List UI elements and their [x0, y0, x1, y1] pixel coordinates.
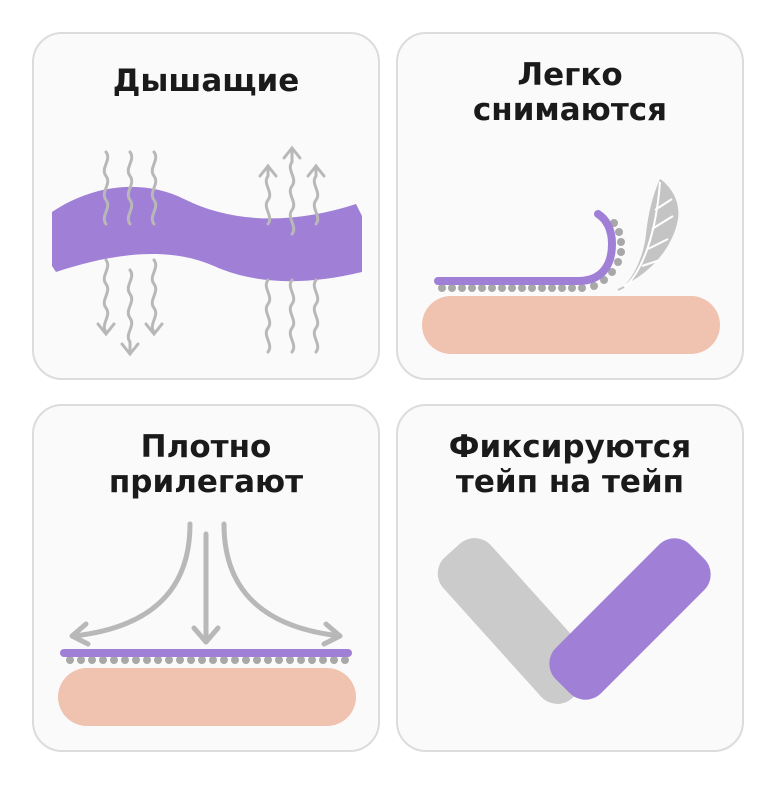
title-line-1: Легко — [517, 57, 623, 93]
title-line-2: прилегают — [108, 464, 304, 500]
card-tape-on-tape: Фиксируются тейп на тейп — [396, 404, 744, 752]
title-line-1: Фиксируются — [448, 429, 692, 465]
card-title: Плотно прилегают — [34, 430, 378, 500]
card-easy-remove: Легко снимаются — [396, 32, 744, 380]
card-tight-fit: Плотно прилегают — [32, 404, 380, 752]
title-line-2: тейп на тейп — [455, 464, 685, 500]
title-line-1: Дышащие — [112, 63, 300, 99]
title-line-2: снимаются — [472, 92, 668, 128]
card-title: Дышащие — [34, 64, 378, 99]
card-title: Фиксируются тейп на тейп — [398, 430, 742, 500]
card-breathable: Дышащие — [32, 32, 380, 380]
peel-feather-icon — [422, 179, 720, 354]
pressure-arrows-icon — [58, 521, 356, 726]
title-line-1: Плотно — [140, 429, 272, 465]
card-title: Легко снимаются — [398, 58, 742, 128]
crossed-tapes-icon — [437, 538, 711, 704]
breathable-wave-icon — [52, 145, 362, 357]
